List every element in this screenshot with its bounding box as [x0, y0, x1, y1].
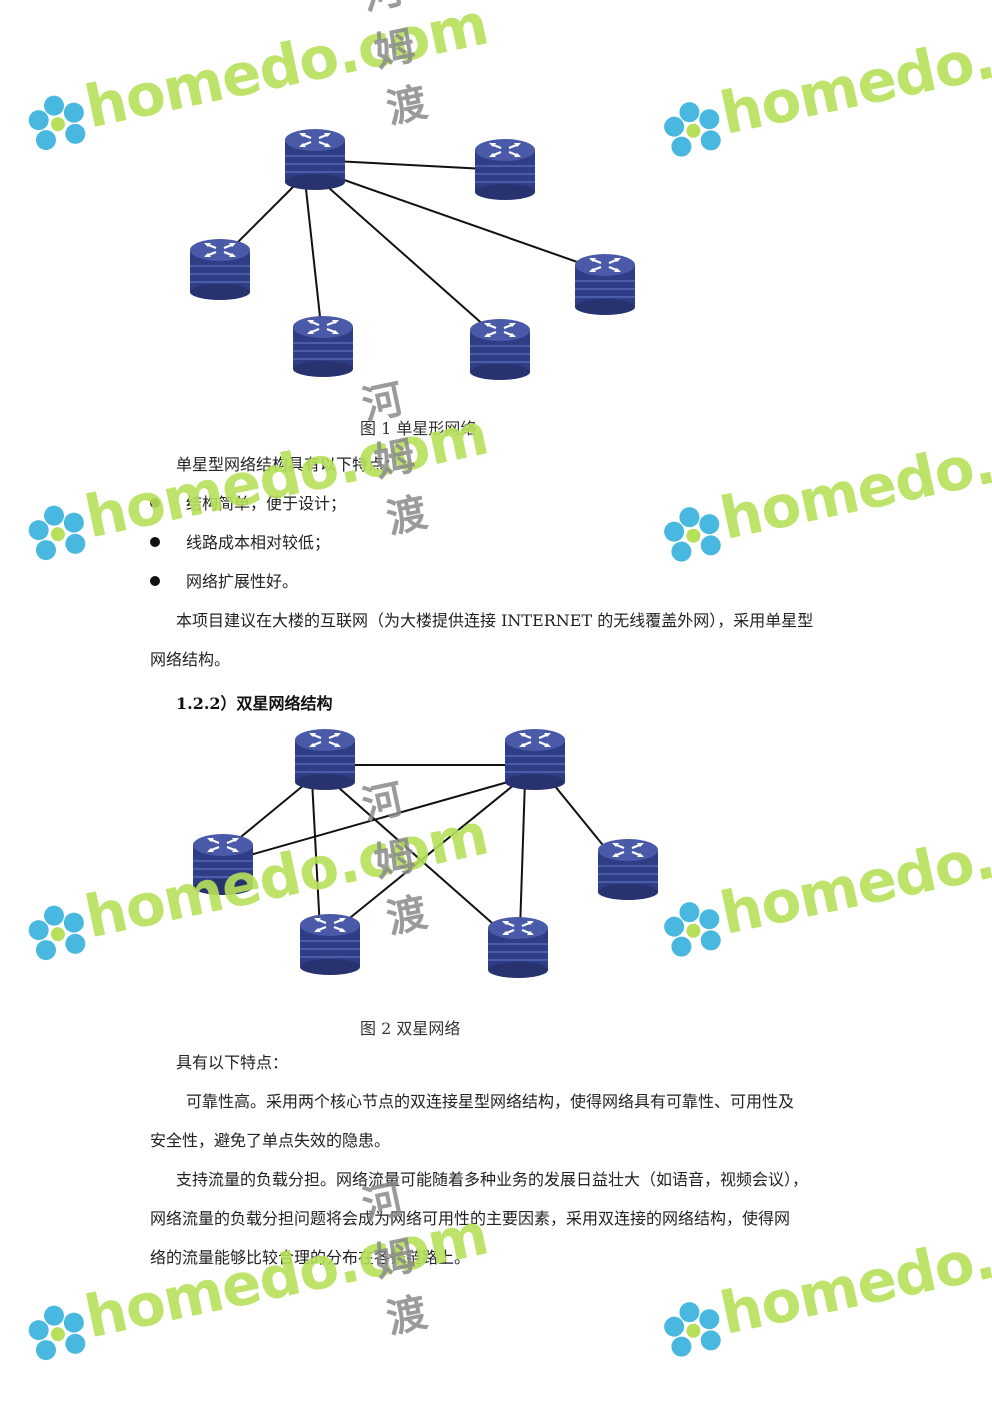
router-node: [573, 252, 637, 317]
paragraph-line: 安全性，避免了单点失效的隐患。: [150, 1131, 391, 1150]
flower-logo-icon: [664, 507, 721, 562]
flower-logo-icon: [28, 1305, 86, 1361]
bullet-dot: [150, 498, 160, 508]
core-router-2: [503, 727, 567, 792]
paragraph-line: 络的流量能够比较合理的分布在各条链路上。: [150, 1248, 471, 1267]
paragraph-line: 网络流量的负载分担问题将会成为网络可用性的主要因素，采用双连接的网络结构，使得网: [150, 1209, 791, 1228]
paragraph-line: 网络结构。: [150, 650, 231, 669]
paragraph-line: 可靠性高。采用两个核心节点的双连接星型网络结构，使得网络具有可靠性、可用性及: [186, 1092, 795, 1111]
core-router-1: [293, 727, 357, 792]
paragraph-line: 本项目建议在大楼的互联网（为大楼提供连接 INTERNET 的无线覆盖外网），采…: [176, 611, 814, 630]
flower-logo-icon: [664, 1302, 721, 1357]
dual-star-diagram: [191, 727, 660, 980]
router-node: [473, 137, 537, 202]
router-node: [291, 314, 355, 379]
flower-logo-icon: [28, 505, 86, 561]
bullet-item: 网络扩展性好。: [186, 572, 299, 591]
section3-intro: 具有以下特点：: [176, 1053, 289, 1072]
router-node: [596, 837, 660, 902]
single-star-diagram: [188, 127, 637, 382]
bullet-dot: [150, 576, 160, 586]
watermark-brand: homedo.com: [714, 401, 992, 553]
core-router: [283, 127, 347, 192]
router-node: [486, 915, 550, 980]
figure-1-caption: 图 1 单星形网络: [360, 419, 477, 438]
section1-intro: 单星型网络结构具有以下特点：: [176, 455, 401, 474]
router-node: [188, 237, 252, 302]
router-node: [191, 832, 255, 897]
bullet-item: 结构简单，便于设计；: [186, 494, 347, 513]
bullet-dot: [150, 537, 160, 547]
router-node: [298, 912, 362, 977]
figure-2-caption: 图 2 双星网络: [360, 1019, 461, 1038]
watermark-brand-cn: 河姆渡: [358, 0, 432, 133]
router-node: [468, 317, 532, 382]
bullet-item: 线路成本相对较低；: [186, 533, 331, 552]
paragraph-line: 支持流量的负载分担。网络流量可能随着多种业务的发展日益壮大（如语音，视频会议），: [176, 1170, 809, 1189]
section-heading: 1.2.2）双星网络结构: [176, 694, 333, 713]
